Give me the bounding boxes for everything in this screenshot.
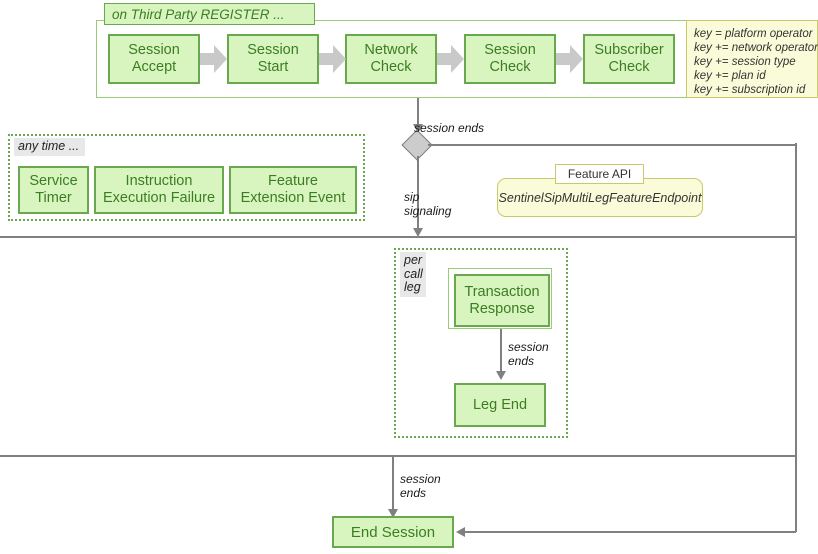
node-session-check[interactable]: Session Check xyxy=(464,34,556,84)
node-network-check[interactable]: Network Check xyxy=(345,34,437,84)
any-time-container xyxy=(8,134,365,221)
key-line-0: key = platform operator xyxy=(694,28,813,40)
node-instruction-execution-failure[interactable]: Instruction Execution Failure xyxy=(94,166,224,214)
per-call-leg-container xyxy=(394,248,568,438)
edge-transaction-to-leg-end xyxy=(500,329,502,373)
node-subscriber-check[interactable]: Subscriber Check xyxy=(583,34,675,84)
flow-arrow-1-icon xyxy=(200,45,227,73)
edge-transaction-to-leg-end-arrow-icon xyxy=(496,371,506,380)
node-end-session[interactable]: End Session xyxy=(332,516,454,548)
separator-line-2 xyxy=(0,455,796,457)
node-session-start[interactable]: Session Start xyxy=(227,34,319,84)
key-line-3: key += plan id xyxy=(694,70,766,82)
flow-arrow-3-icon xyxy=(437,45,464,73)
key-line-4: key += subscription id xyxy=(694,84,806,96)
key-line-1: key += network operator xyxy=(694,42,818,54)
feature-api-tab: Feature API xyxy=(555,164,644,184)
edge-sip-signaling xyxy=(417,156,419,232)
flow-arrow-4-icon xyxy=(556,45,583,73)
edge-to-end-session xyxy=(392,455,394,511)
edge-sip-signaling-arrow-icon xyxy=(413,228,423,237)
flow-arrow-2-icon xyxy=(319,45,346,73)
edge-label-sip-signaling: sip signaling xyxy=(404,190,452,218)
edge-label-session-ends-top: session ends xyxy=(414,121,485,135)
key-box: key = platform operator key += network o… xyxy=(686,20,818,98)
node-feature-extension-event[interactable]: Feature Extension Event xyxy=(229,166,357,214)
any-time-group-label: any time ... xyxy=(14,138,86,156)
per-call-leg-group-label: per call leg xyxy=(400,252,426,297)
trunk-right-vertical xyxy=(795,143,797,532)
node-transaction-response[interactable]: Transaction Response xyxy=(454,274,550,327)
edge-to-end-session-arrow-icon xyxy=(388,509,398,518)
separator-line-1 xyxy=(0,236,796,238)
transaction-response-wrapper: Transaction Response xyxy=(448,268,552,329)
node-service-timer[interactable]: Service Timer xyxy=(18,166,89,214)
edge-session-ends-top xyxy=(428,144,796,146)
edge-trunk-to-end-session-arrow-icon xyxy=(456,527,465,537)
feature-api-body: SentinelSipMultiLegFeatureEndpoint xyxy=(497,178,703,217)
edge-label-per-call-leg-session-ends: session ends xyxy=(508,340,549,368)
node-leg-end[interactable]: Leg End xyxy=(454,383,546,427)
edge-register-to-diamond-arrow-icon xyxy=(413,124,423,133)
edge-label-session-ends-bottom: session ends xyxy=(400,472,441,500)
register-flow-title-tab: on Third Party REGISTER ... xyxy=(104,3,315,25)
edge-register-to-diamond xyxy=(417,98,419,126)
key-line-2: key += session type xyxy=(694,56,796,68)
edge-trunk-to-end-session xyxy=(464,531,796,533)
node-session-accept[interactable]: Session Accept xyxy=(108,34,200,84)
